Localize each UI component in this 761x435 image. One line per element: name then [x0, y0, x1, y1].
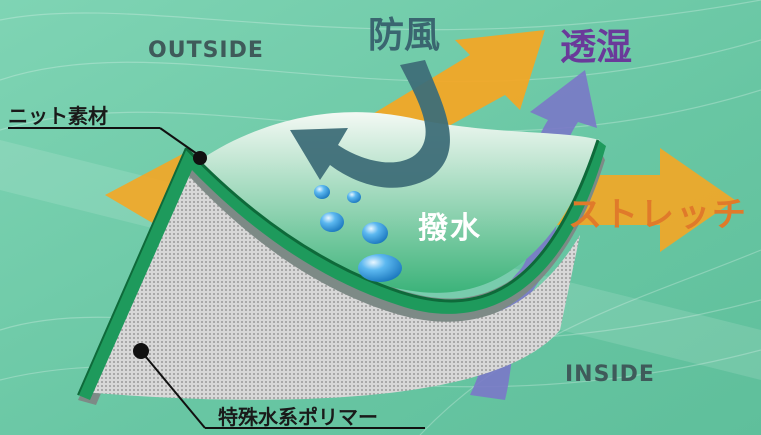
water-drop-icon — [314, 185, 402, 282]
stretch-label: ストレッチ — [568, 195, 748, 235]
polymer-callout — [133, 343, 425, 429]
windproof-label: 防風 — [368, 15, 441, 56]
polymer-layer — [82, 175, 580, 400]
knit-callout — [8, 127, 207, 165]
breathable-label: 透湿 — [560, 27, 633, 68]
knit-material-label: ニット素材 — [8, 104, 108, 128]
water-repellent-label: 撥水 — [418, 211, 482, 246]
knit-layer — [78, 140, 606, 400]
polymer-label: 特殊水系ポリマー — [218, 405, 378, 429]
wind-arrow-icon — [290, 60, 450, 188]
outside-label: OUTSIDE — [148, 38, 264, 63]
inside-label: INSIDE — [565, 362, 655, 387]
